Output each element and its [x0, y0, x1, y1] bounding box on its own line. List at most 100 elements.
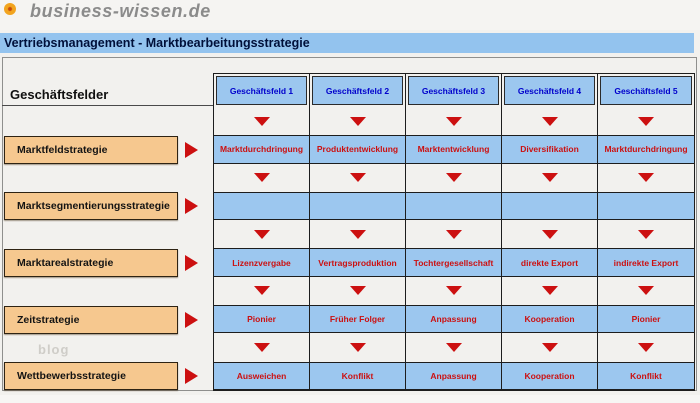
strategy-label: Zeitstrategie	[4, 305, 178, 334]
corner-label: Geschäftsfelder	[10, 87, 109, 102]
down-arrow-icon	[638, 173, 654, 183]
right-arrow-icon	[185, 255, 198, 271]
strategy-label-row: Marktarealstrategie	[4, 249, 204, 277]
value-cell: Anpassung	[406, 305, 502, 334]
column-header: Geschäftsfeld 2	[312, 76, 403, 105]
arrow-cell	[406, 163, 502, 192]
strategy-label-row: Marktsegmentierungsstrategie	[4, 192, 204, 221]
value-cell	[598, 191, 694, 221]
value-cell: Marktdurchdringung	[598, 135, 694, 164]
down-arrow-icon	[638, 286, 654, 296]
down-arrow-icon	[253, 343, 270, 353]
arrow-cell	[502, 276, 598, 306]
strategy-label: Marktfeldstrategie	[4, 135, 178, 164]
down-arrow-icon	[349, 173, 366, 183]
value-cell: Anpassung	[406, 361, 502, 390]
down-arrow-icon	[253, 229, 270, 239]
value-cell: Lizenzvergabe	[214, 248, 310, 277]
column-header-cell: Geschäftsfeld 1	[214, 74, 310, 107]
page-title: Vertriebsmanagement - Marktbearbeitungss…	[4, 36, 310, 50]
down-arrow-icon	[638, 116, 654, 126]
arrow-cell	[406, 333, 502, 362]
watermark: blog	[38, 342, 70, 357]
strategy-label: Marktsegmentierungsstrategie	[4, 192, 178, 221]
value-cell: indirekte Export	[598, 248, 694, 277]
column-header-cell: Geschäftsfeld 5	[598, 74, 694, 107]
arrow-cell	[310, 333, 406, 362]
logo-dot-icon	[4, 3, 16, 15]
right-arrow-icon	[185, 198, 198, 215]
value-cell: Pionier	[214, 305, 310, 334]
value-cell: Früher Folger	[310, 305, 406, 334]
right-arrow-icon	[185, 368, 198, 385]
corner-underline	[2, 105, 214, 106]
title-bar: Vertriebsmanagement - Marktbearbeitungss…	[0, 33, 694, 53]
arrow-cell	[598, 107, 694, 135]
value-cell: Konflikt	[598, 361, 694, 390]
down-arrow-icon	[349, 116, 366, 126]
value-cell: Vertragsproduktion	[310, 248, 406, 277]
value-cell: Marktdurchdringung	[214, 135, 310, 164]
column-header-cell: Geschäftsfeld 4	[502, 74, 598, 107]
arrow-cell	[214, 220, 310, 249]
column-header: Geschäftsfeld 5	[600, 76, 692, 105]
right-arrow-icon	[185, 311, 198, 328]
value-cell	[310, 191, 406, 221]
down-arrow-icon	[445, 173, 462, 183]
column-header: Geschäftsfeld 1	[216, 76, 307, 105]
arrow-cell	[502, 163, 598, 192]
strategy-label: Wettbewerbsstrategie	[4, 362, 178, 391]
value-cell: Produktentwicklung	[310, 135, 406, 164]
down-arrow-icon	[541, 116, 558, 126]
value-cell	[214, 191, 310, 221]
arrow-cell	[598, 333, 694, 361]
down-arrow-icon	[541, 286, 558, 296]
down-arrow-icon	[253, 286, 270, 296]
value-cell: direkte Export	[502, 248, 598, 277]
arrow-cell	[598, 164, 694, 192]
value-cell	[406, 191, 502, 221]
column-header-cell: Geschäftsfeld 2	[310, 74, 406, 107]
down-arrow-icon	[445, 116, 462, 126]
value-cell: Konflikt	[310, 361, 406, 390]
strategy-label: Marktarealstrategie	[4, 249, 178, 277]
down-arrow-icon	[638, 343, 654, 353]
arrow-cell	[502, 333, 598, 362]
down-arrow-icon	[445, 229, 462, 239]
down-arrow-icon	[253, 116, 270, 126]
arrow-cell	[502, 220, 598, 249]
right-arrow-icon	[185, 141, 198, 158]
arrow-cell	[502, 107, 598, 136]
arrow-cell	[310, 220, 406, 249]
arrow-cell	[310, 107, 406, 136]
arrow-cell	[214, 333, 310, 362]
arrow-cell	[310, 276, 406, 306]
value-cell: Diversifikation	[502, 135, 598, 164]
column-header-cell: Geschäftsfeld 3	[406, 74, 502, 107]
value-cell	[502, 191, 598, 221]
site-logo[interactable]: business-wissen.de	[30, 1, 211, 21]
value-cell: Tochtergesellschaft	[406, 248, 502, 277]
down-arrow-icon	[349, 286, 366, 296]
strategy-label-row: Zeitstrategie	[4, 305, 204, 334]
down-arrow-icon	[541, 173, 558, 183]
strategy-label-row: Marktfeldstrategie	[4, 135, 204, 164]
arrow-cell	[598, 220, 694, 248]
site-header: business-wissen.de	[0, 0, 700, 30]
value-cell: Kooperation	[502, 305, 598, 334]
column-header: Geschäftsfeld 3	[408, 76, 499, 105]
value-cell: Ausweichen	[214, 361, 310, 390]
down-arrow-icon	[445, 343, 462, 353]
strategy-label-row: Wettbewerbsstrategie	[4, 362, 204, 391]
arrow-cell	[310, 163, 406, 192]
arrow-cell	[406, 107, 502, 136]
arrow-cell	[406, 220, 502, 249]
arrow-cell	[214, 107, 310, 136]
down-arrow-icon	[541, 229, 558, 239]
column-header: Geschäftsfeld 4	[504, 76, 595, 105]
arrow-cell	[214, 163, 310, 192]
value-cell: Pionier	[598, 305, 694, 334]
